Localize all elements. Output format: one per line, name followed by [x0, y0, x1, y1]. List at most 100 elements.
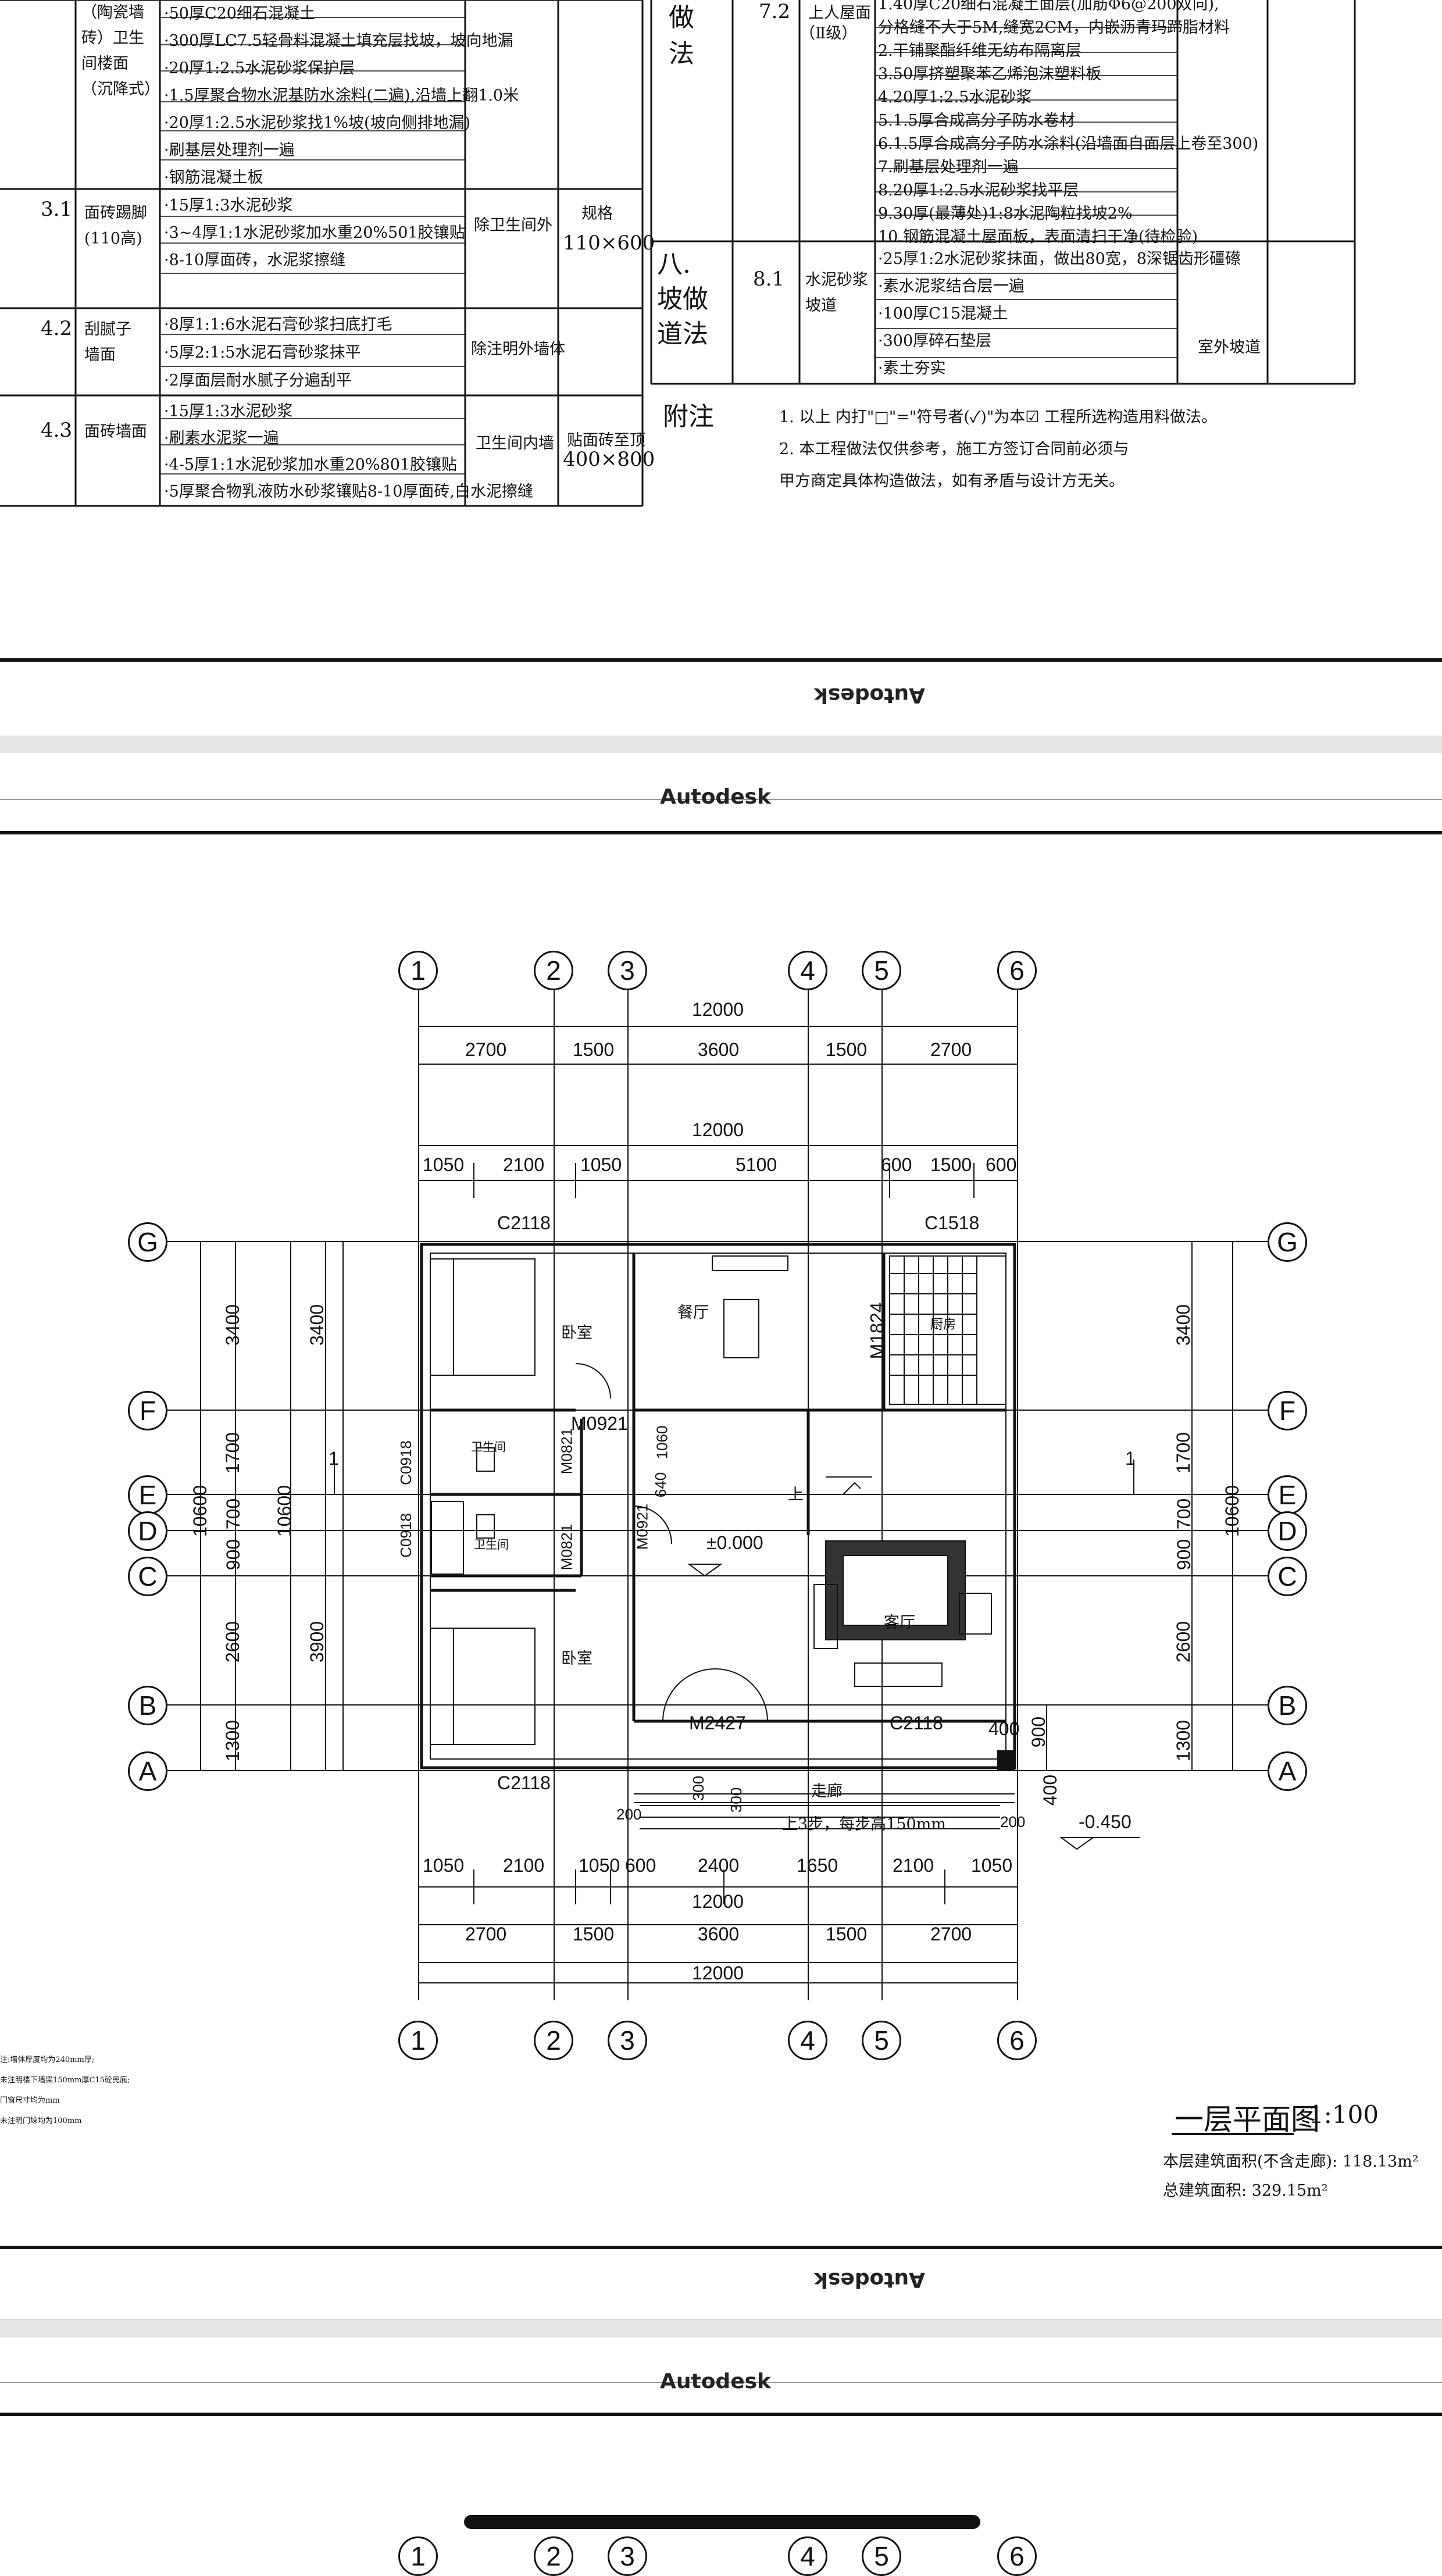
dim-bot-r1-0: 1050: [423, 1855, 465, 1876]
room-kitchen: 厨房: [930, 1318, 956, 1332]
dim-left-4: 2600: [222, 1621, 244, 1663]
next-axis-3: 3: [608, 2536, 647, 2576]
plan-area-1: 本层建筑面积(不含走廊): 118.13m²: [1163, 2153, 1419, 2171]
door-m0821-b: M0821: [558, 1524, 576, 1571]
stair-up-label: 上: [788, 1486, 804, 1504]
spec-r-7-2-name: 上人屋面: [808, 4, 871, 22]
dim-bot-r1-7: 1050: [971, 1855, 1013, 1876]
axis-bubble-C-right: C: [1268, 1557, 1307, 1596]
axis-bubble-4-top: 4: [788, 951, 827, 990]
room-bedroom-1: 卧室: [561, 1324, 592, 1342]
dim-640: 640: [652, 1472, 670, 1498]
dim-right-3: 900: [1173, 1539, 1195, 1571]
dim-bot-r2-2: 3600: [698, 1924, 740, 1945]
axis-bubble-3-bottom: 3: [608, 2021, 647, 2060]
spec-l-row2-items: ·8厚1:1:6水泥石膏砂浆扫底打毛 ·5厚2:1:5水泥石膏砂浆抹平 ·2厚面…: [164, 316, 392, 390]
dim-right-2: 700: [1173, 1498, 1195, 1530]
axis-bubble-2-top: 2: [534, 951, 573, 990]
dim-300-b: 300: [727, 1787, 745, 1813]
spec-l-row3-name: 面砖墙面: [84, 423, 147, 441]
spec-r-7-2-grade: （Ⅱ级）: [799, 24, 858, 42]
spec-l-row1-spec2: 110×600: [563, 231, 655, 255]
spec-l-row3-scope: 卫生间内墙: [476, 434, 554, 452]
axis-bubble-6-top: 6: [997, 951, 1037, 990]
dim-left-5: 1300: [222, 1719, 244, 1762]
spec-l-row1-name: 面砖踢脚 (110高): [84, 204, 147, 248]
dim-left-inner-7: 3900: [306, 1621, 328, 1663]
axis-bubble-6-bottom: 6: [997, 2021, 1037, 2060]
dim-right-1: 1700: [1173, 1432, 1194, 1474]
window-c2118-top: C2118: [497, 1212, 551, 1233]
level-floor: ±0.000: [706, 1532, 763, 1553]
room-dining: 餐厅: [677, 1304, 709, 1322]
spec-r-8-1-items: ·25厚1:2水泥砂浆抹面，做出80宽，8深锯齿形礓礤 ·素水泥浆结合层一遍 ·…: [878, 250, 1241, 377]
axis-bubble-E-right: E: [1268, 1475, 1307, 1515]
door-m0821-a: M0821: [558, 1428, 576, 1475]
spec-l-row2-scope: 除注明外墙体: [471, 340, 565, 358]
plan-title: 一层平面图: [1175, 2103, 1320, 2136]
dim-top-r2-5: 1500: [930, 1154, 972, 1175]
spec-l-row1-items: ·15厚1:3水泥砂浆 ·3~4厚1:1水泥砂浆加水重20%501胶镶贴 ·8-…: [164, 197, 465, 269]
window-c0918-b: C0918: [397, 1513, 415, 1558]
spec-l-row3-spec: 贴面砖至顶: [567, 431, 645, 449]
room-living: 客厅: [884, 1614, 915, 1632]
dim-top-total-2: 12000: [692, 1119, 744, 1140]
dim-bot-r1-6: 2100: [893, 1855, 934, 1876]
window-c1518: C1518: [925, 1212, 980, 1233]
spec-r-section-8-title: 八. 坡做 道法: [657, 249, 708, 349]
axis-bubble-G-right: G: [1268, 1222, 1307, 1262]
axis-bubble-F-left: F: [128, 1391, 167, 1430]
spec-l-row3-items: ·15厚1:3水泥砂浆 ·刷素水泥浆一遍 ·4-5厚1:1水泥砂浆加水重20%8…: [164, 402, 534, 501]
dim-right-small-1: 400: [988, 1718, 1020, 1739]
watermark-flipped-2: Autodesk: [814, 2268, 925, 2292]
next-axis-2: 2: [534, 2536, 573, 2576]
dim-left-inner-0: 3400: [306, 1304, 328, 1346]
spec-l-row3-spec2: 400×800: [563, 448, 655, 471]
dim-bot-r2-4: 2700: [930, 1924, 972, 1945]
door-m0921-b: M0921: [633, 1503, 651, 1550]
dim-right-0: 3400: [1173, 1304, 1194, 1346]
dim-bot-r1-5: 1650: [797, 1855, 838, 1876]
room-corridor: 走廊: [811, 1782, 843, 1800]
dim-top-r1-0: 2700: [465, 1039, 507, 1060]
watermark-flipped: Autodesk: [814, 683, 925, 707]
door-m2427: M2427: [689, 1712, 746, 1733]
axis-bubble-1-top: 1: [398, 951, 438, 990]
notes-label: 附注: [663, 402, 714, 431]
axis-bubble-B-right: B: [1268, 1686, 1307, 1725]
dim-top-r2-2: 1050: [580, 1154, 622, 1175]
dim-bot-r1-3: 600: [625, 1855, 656, 1876]
room-bath-1: 卫生间: [471, 1440, 506, 1454]
next-axis-6: 6: [997, 2536, 1037, 2576]
dim-200-a: 200: [616, 1806, 642, 1823]
dim-right-small-0: 900: [1028, 1716, 1050, 1748]
spec-r-8-1-name: 水泥砂浆坡道: [805, 271, 868, 315]
spec-l-row1-scope: 除卫生间外: [474, 216, 552, 234]
dim-top-r1-1: 1500: [573, 1039, 615, 1060]
dim-top-r2-4: 600: [881, 1154, 912, 1175]
dim-top-r1-4: 2700: [930, 1039, 972, 1060]
spec-l-row0-name: （陶瓷墙 砖）卫生 间楼面 （沉降式）: [81, 3, 160, 98]
spec-l-row0-items: ·50厚C20细石混凝土 ·300厚LC7.5轻骨料混凝土填充层找坡，坡向地漏 …: [164, 5, 519, 187]
axis-bubble-A-right: A: [1268, 1751, 1307, 1791]
dim-bot-r2-0: 2700: [465, 1924, 507, 1945]
axis-bubble-C-left: C: [128, 1557, 167, 1596]
axis-bubble-3-top: 3: [608, 951, 647, 990]
notes-line-1: 1. 以上 内打"□"="符号者(✓)"为本☑ 工程所选构造用料做法。: [779, 408, 1218, 426]
axis-bubble-D-left: D: [128, 1511, 167, 1551]
dim-bot-r1-2: 1050: [579, 1855, 620, 1876]
spec-l-row1-num: 3.1: [41, 198, 73, 221]
dim-bot-total-2: 12000: [692, 1963, 744, 1983]
plan-scale: 1:100: [1308, 2100, 1379, 2129]
dim-right-small-2: 400: [1040, 1774, 1061, 1806]
window-c0918-a: C0918: [397, 1440, 415, 1485]
dim-bot-r1-4: 2400: [698, 1855, 740, 1876]
axis-bubble-4-bottom: 4: [788, 2021, 827, 2060]
dim-top-r2-3: 5100: [736, 1154, 777, 1175]
spec-r-7-2-items: 1.40厚C20细石混凝土面层(加筋Φ6@200双向), 分格缝不大于5M,缝宽…: [878, 0, 1259, 246]
spec-r-8-1-num: 8.1: [753, 267, 785, 291]
window-c2118-bottom: C2118: [497, 1772, 551, 1793]
scroll-indicator[interactable]: [464, 2515, 980, 2529]
dim-left-total: 10600: [189, 1485, 210, 1537]
